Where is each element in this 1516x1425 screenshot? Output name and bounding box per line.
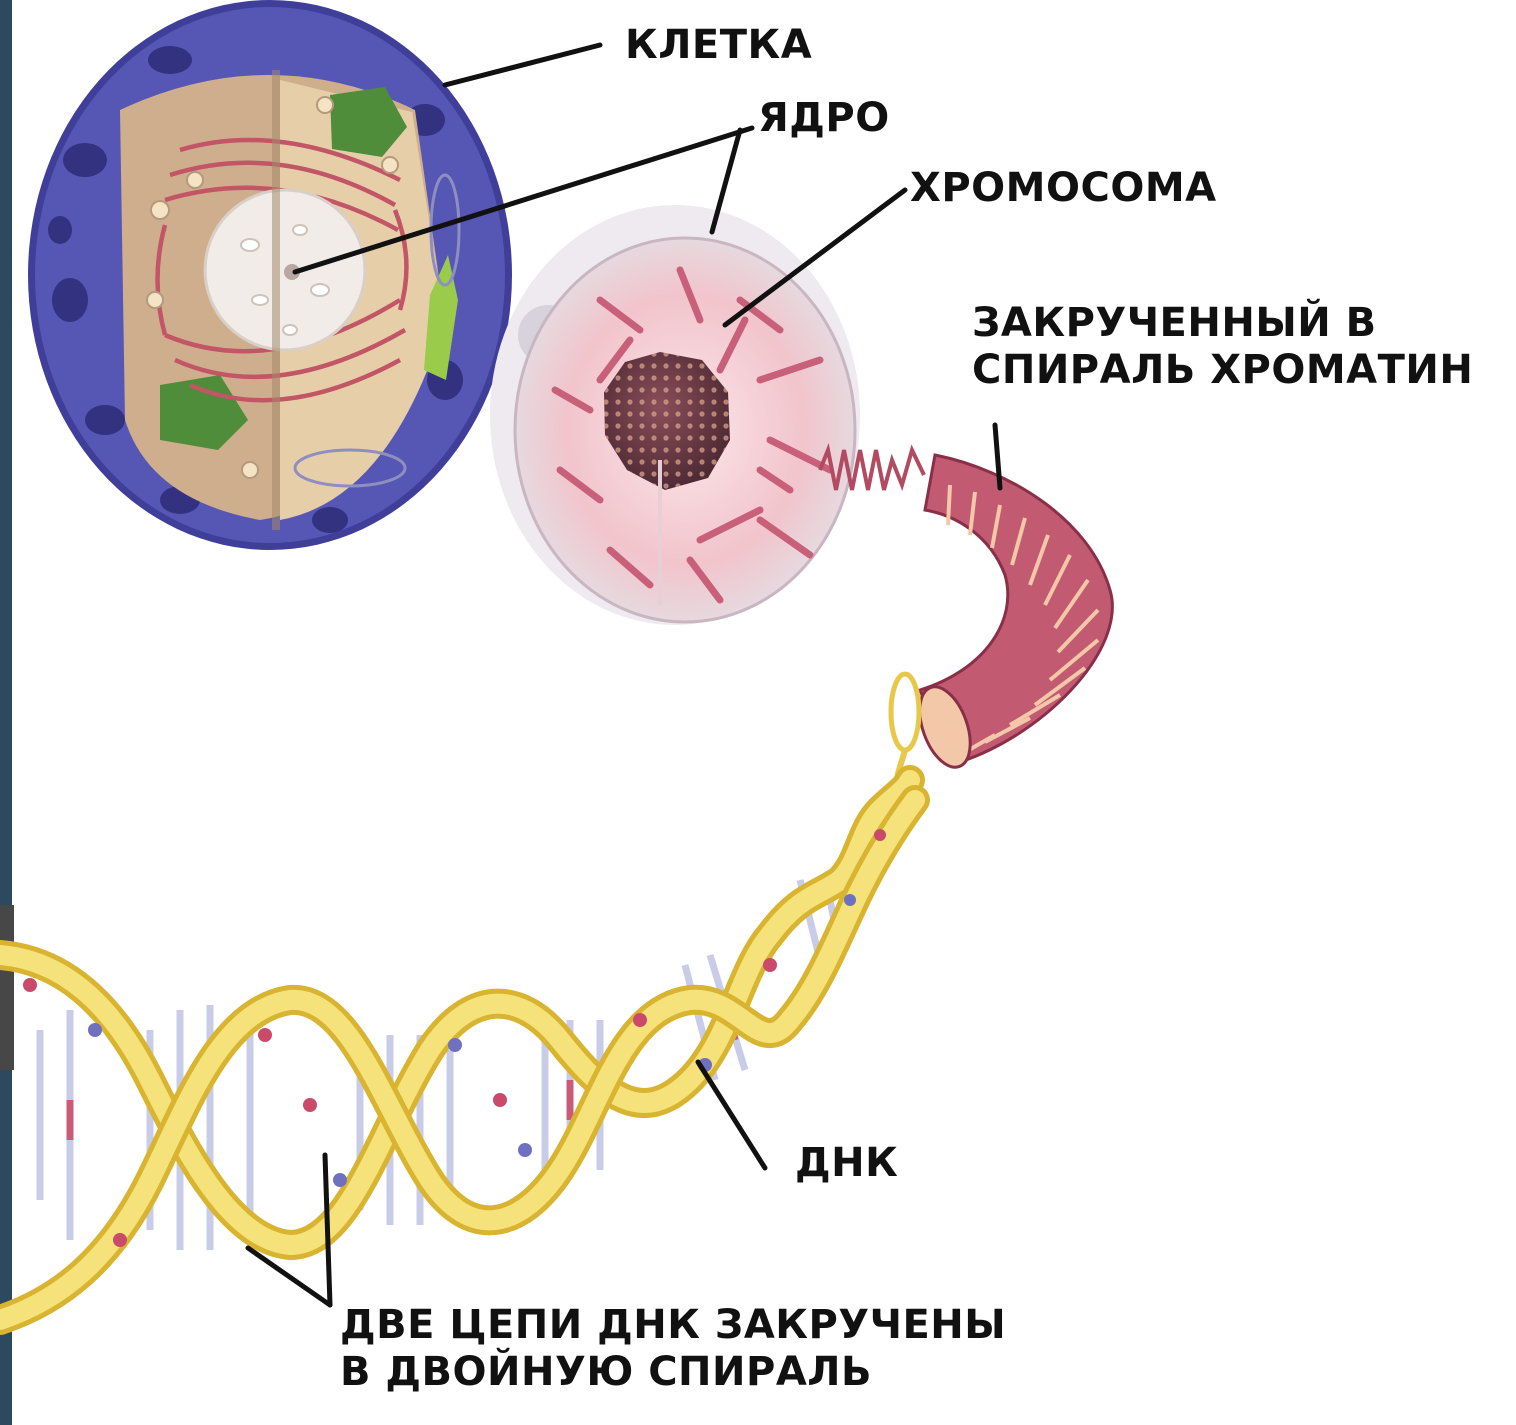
label-chromatin-line-2: СПИРАЛЬ ХРОМАТИН (972, 347, 1473, 394)
label-double-helix-line-2: В ДВОЙНУЮ СПИРАЛЬ (340, 1349, 1006, 1396)
label-chromatin-line-1: ЗАКРУЧЕННЫЙ В (972, 300, 1473, 347)
label-cell: КЛЕТКА (625, 22, 812, 69)
label-dna: ДНК (795, 1140, 898, 1187)
leader-cell (445, 45, 600, 85)
label-double-helix: ДВЕ ЦЕПИ ДНК ЗАКРУЧЕНЫ В ДВОЙНУЮ СПИРАЛЬ (340, 1302, 1006, 1396)
chromatin-coil (820, 450, 1112, 795)
label-chromatin: ЗАКРУЧЕННЫЙ В СПИРАЛЬ ХРОМАТИН (972, 300, 1473, 394)
label-chromosome: ХРОМОСОМА (910, 165, 1217, 212)
cell (28, 0, 512, 550)
leader-dna (698, 1062, 765, 1168)
label-double-helix-line-1: ДВЕ ЦЕПИ ДНК ЗАКРУЧЕНЫ (340, 1302, 1006, 1349)
label-nucleus: ЯДРО (758, 95, 890, 142)
dna-helix (0, 780, 915, 1320)
leader-strand-a (325, 1155, 330, 1305)
